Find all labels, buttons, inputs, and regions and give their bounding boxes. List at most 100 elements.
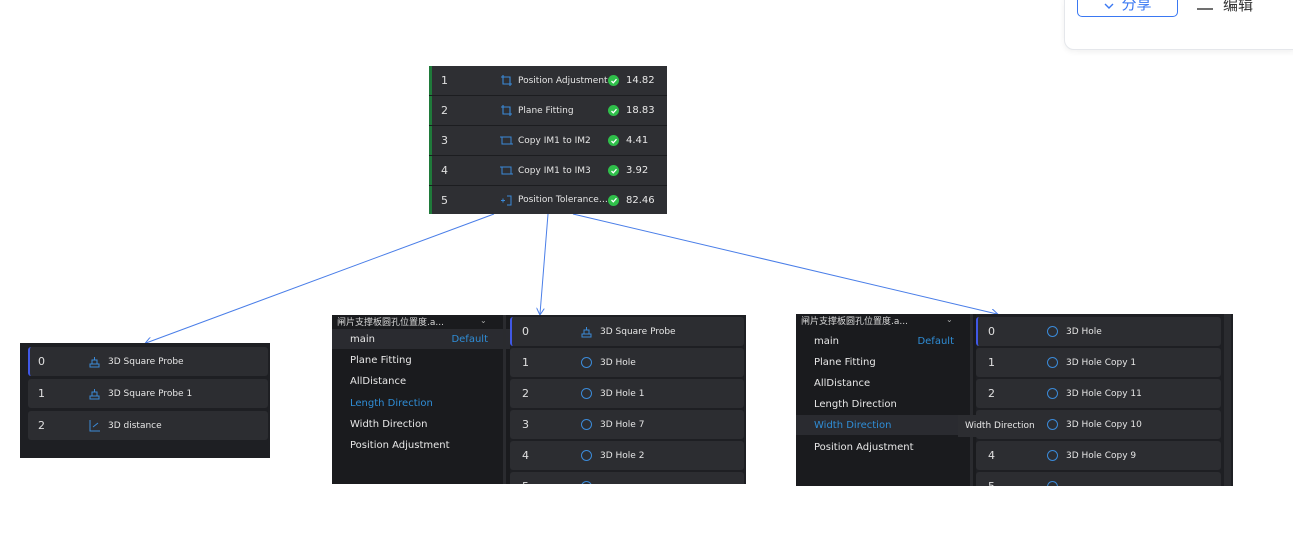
tool-row-5[interactable]: 5 (510, 472, 744, 484)
tool-label: 3D Hole (600, 357, 636, 368)
tooltip: Width Direction (958, 415, 1042, 437)
menu-item-alldistance[interactable]: AllDistance (796, 373, 976, 393)
tool-row-0[interactable]: 0 3D Square Probe (510, 317, 744, 346)
hole-icon (1044, 418, 1060, 432)
chevron-down-icon[interactable]: ⌄ (480, 316, 487, 325)
list-scrollbar[interactable] (1224, 314, 1231, 486)
hole-icon (578, 387, 594, 401)
solution-title: 闸片支撑板圆孔位置度.a... (801, 317, 908, 327)
probe-icon (86, 387, 102, 401)
step-row-2[interactable]: 2 Plane Fitting 18.83 (429, 96, 667, 125)
tool-label: 3D Hole 2 (600, 450, 645, 461)
menu-item-width-direction[interactable]: Width Direction (332, 414, 510, 434)
tool-index: 2 (988, 387, 995, 400)
step-time: 14.82 (626, 75, 655, 86)
edit-label: 编辑 (1223, 0, 1254, 14)
step-list-panel: 1 Position Adjustment 14.82 2 Plane Fitt… (429, 66, 667, 214)
tool-index: 3 (522, 418, 529, 431)
tool-label: 3D Hole (1066, 326, 1102, 337)
step-index: 1 (441, 74, 448, 87)
tool-row-4[interactable]: 4 3D Hole Copy 9 (976, 441, 1221, 470)
hole-icon (1044, 480, 1060, 486)
share-icon (1103, 0, 1115, 14)
menu-divider (503, 315, 506, 484)
step-label: Position Tolerance ... (518, 195, 608, 205)
menu-item-plane-fitting[interactable]: Plane Fitting (332, 350, 510, 370)
tool-row-5[interactable]: 5 (976, 472, 1221, 486)
probe-icon (86, 355, 102, 369)
tool-index: 5 (512, 480, 578, 484)
tool-label: 3D Hole Copy 1 (1066, 357, 1137, 368)
check-icon (608, 165, 619, 176)
tool-row-2[interactable]: 2 3D Hole 1 (510, 379, 744, 408)
tool-row-4[interactable]: 4 3D Hole 2 (510, 441, 744, 470)
chevron-down-icon[interactable]: ⌄ (946, 315, 953, 324)
right-solution-menu: 闸片支撑板圆孔位置度.a... ⌄ main Default Plane Fit… (796, 314, 976, 486)
menu-item-label: Plane Fitting (350, 354, 412, 366)
tool-index: 1 (988, 356, 995, 369)
tool-row-3[interactable]: 3 3D Hole 7 (510, 410, 744, 439)
step-index: 5 (441, 193, 448, 207)
step-time: 4.41 (626, 135, 649, 146)
menu-item-length-direction[interactable]: Length Direction (796, 394, 976, 414)
step-label: Position Adjustment (518, 75, 608, 86)
edit-button[interactable]: 编辑 (1197, 0, 1253, 15)
step-index: 2 (441, 104, 448, 117)
step-time: 82.46 (626, 194, 655, 206)
arrow-to-right-panel (572, 213, 997, 314)
left-tool-panel: 0 3D Square Probe 1 3D Square Probe 1 2 … (20, 343, 270, 458)
menu-divider (970, 314, 973, 486)
menu-item-label: Width Direction (350, 418, 428, 430)
step-row-4[interactable]: 4 Copy IM1 to IM3 3.92 (429, 156, 667, 185)
step-index: 3 (441, 134, 448, 147)
step-row-3[interactable]: 3 Copy IM1 to IM2 4.41 (429, 126, 667, 155)
crop-icon (498, 74, 514, 88)
tool-row-2[interactable]: 2 3D distance (28, 411, 268, 440)
tool-row-0[interactable]: 0 3D Hole (976, 317, 1221, 346)
menu-item-label: Length Direction (814, 398, 897, 410)
menu-item-label: Width Direction (814, 419, 892, 431)
check-icon (608, 194, 619, 206)
default-tag: Default (917, 335, 954, 347)
solution-title: 闸片支撑板圆孔位置度.a... (337, 318, 444, 328)
hole-icon (1044, 387, 1060, 401)
top-toolbar: 分享 编辑 (1064, 0, 1293, 50)
share-button[interactable]: 分享 (1077, 0, 1178, 17)
menu-item-label: Plane Fitting (814, 356, 876, 368)
tolerance-icon (498, 193, 514, 207)
menu-item-main[interactable]: main Default (332, 329, 510, 349)
step-label: Copy IM1 to IM3 (518, 165, 591, 176)
tool-label: 3D Hole 7 (600, 419, 645, 430)
menu-item-plane-fitting[interactable]: Plane Fitting (796, 352, 976, 372)
hole-icon (578, 418, 594, 432)
menu-item-position-adjustment[interactable]: Position Adjustment (796, 437, 976, 457)
menu-item-label: AllDistance (814, 377, 871, 389)
tool-label: 3D Hole Copy 11 (1066, 388, 1142, 399)
step-time: 18.83 (626, 105, 655, 116)
menu-item-label: main (814, 335, 839, 347)
menu-item-length-direction[interactable]: Length Direction (332, 393, 510, 413)
step-row-5[interactable]: 5 Position Tolerance ... 82.46 (429, 186, 667, 214)
tool-index: 0 (522, 325, 529, 338)
hole-icon (1044, 356, 1060, 370)
tool-row-1[interactable]: 1 3D Hole Copy 1 (976, 348, 1221, 377)
tool-label: 3D distance (108, 420, 162, 431)
step-label: Copy IM1 to IM2 (518, 135, 591, 146)
menu-item-position-adjustment[interactable]: Position Adjustment (332, 435, 510, 455)
default-tag: Default (451, 333, 488, 345)
probe-icon (578, 325, 594, 339)
tool-row-1[interactable]: 1 3D Square Probe 1 (28, 379, 268, 408)
menu-item-main[interactable]: main Default (796, 331, 976, 351)
tool-index: 0 (38, 355, 45, 368)
menu-item-width-direction[interactable]: Width Direction (796, 415, 976, 435)
step-row-1[interactable]: 1 Position Adjustment 14.82 (429, 66, 667, 95)
menu-item-label: AllDistance (350, 375, 407, 387)
middle-solution-menu: 闸片支撑板圆孔位置度.a... ⌄ main Default Plane Fit… (332, 315, 510, 484)
tool-row-2[interactable]: 2 3D Hole Copy 11 (976, 379, 1221, 408)
tool-index: 4 (522, 449, 529, 462)
tool-row-0[interactable]: 0 3D Square Probe (28, 347, 268, 376)
menu-item-alldistance[interactable]: AllDistance (332, 371, 510, 391)
tool-row-1[interactable]: 1 3D Hole (510, 348, 744, 377)
hole-icon (1044, 325, 1060, 339)
tool-label: 3D Hole 1 (600, 388, 645, 399)
